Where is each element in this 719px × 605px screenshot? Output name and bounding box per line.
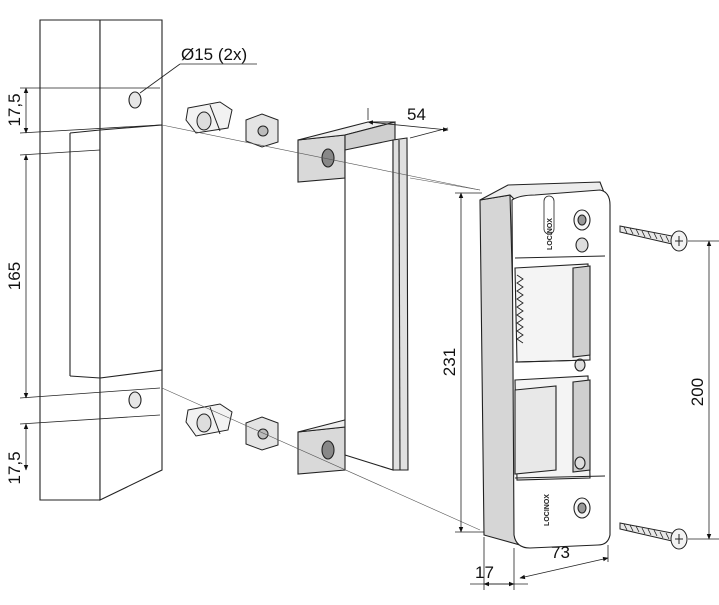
fixing-screw-top bbox=[619, 225, 688, 252]
svg-text:LOCINOX: LOCINOX bbox=[544, 494, 551, 526]
dimension-screw-spacing: 200 bbox=[688, 378, 707, 406]
square-nut-bottom bbox=[245, 416, 279, 451]
dimension-offset-bottom: 17,5 bbox=[5, 451, 24, 484]
dimension-keeper-width: 73 bbox=[551, 543, 570, 562]
fixing-screw-bottom bbox=[619, 522, 688, 550]
svg-text:LOCINOX: LOCINOX bbox=[547, 218, 554, 250]
dimension-bracket-depth: 54 bbox=[407, 105, 426, 124]
dimension-hole-diameter: Ø15 (2x) bbox=[181, 45, 247, 64]
dimension-keeper-depth: 17 bbox=[475, 563, 494, 582]
brand-label-bottom: LOCINOX bbox=[544, 494, 551, 526]
square-nut-top bbox=[245, 113, 279, 148]
mounting-hole-top bbox=[128, 91, 142, 109]
plastic-insert-bottom bbox=[185, 403, 233, 437]
electric-strike-keeper bbox=[479, 181, 611, 549]
mounting-hole-bottom bbox=[128, 391, 142, 409]
bracket-depth-dimension bbox=[367, 108, 449, 139]
dimension-keeper-height: 231 bbox=[440, 348, 459, 376]
plastic-insert-top bbox=[185, 101, 233, 134]
dimension-offset-top: 17,5 bbox=[5, 93, 24, 126]
projection-lines bbox=[161, 124, 481, 531]
mounting-bracket bbox=[297, 121, 409, 475]
left-dimensions bbox=[19, 87, 161, 471]
dimension-cutout-height: 165 bbox=[5, 262, 24, 290]
hole-diameter-leader bbox=[139, 63, 257, 94]
gate-post bbox=[39, 19, 163, 501]
keeper-dimensions bbox=[455, 192, 719, 590]
brand-label-top: LOCINOX bbox=[543, 195, 555, 250]
